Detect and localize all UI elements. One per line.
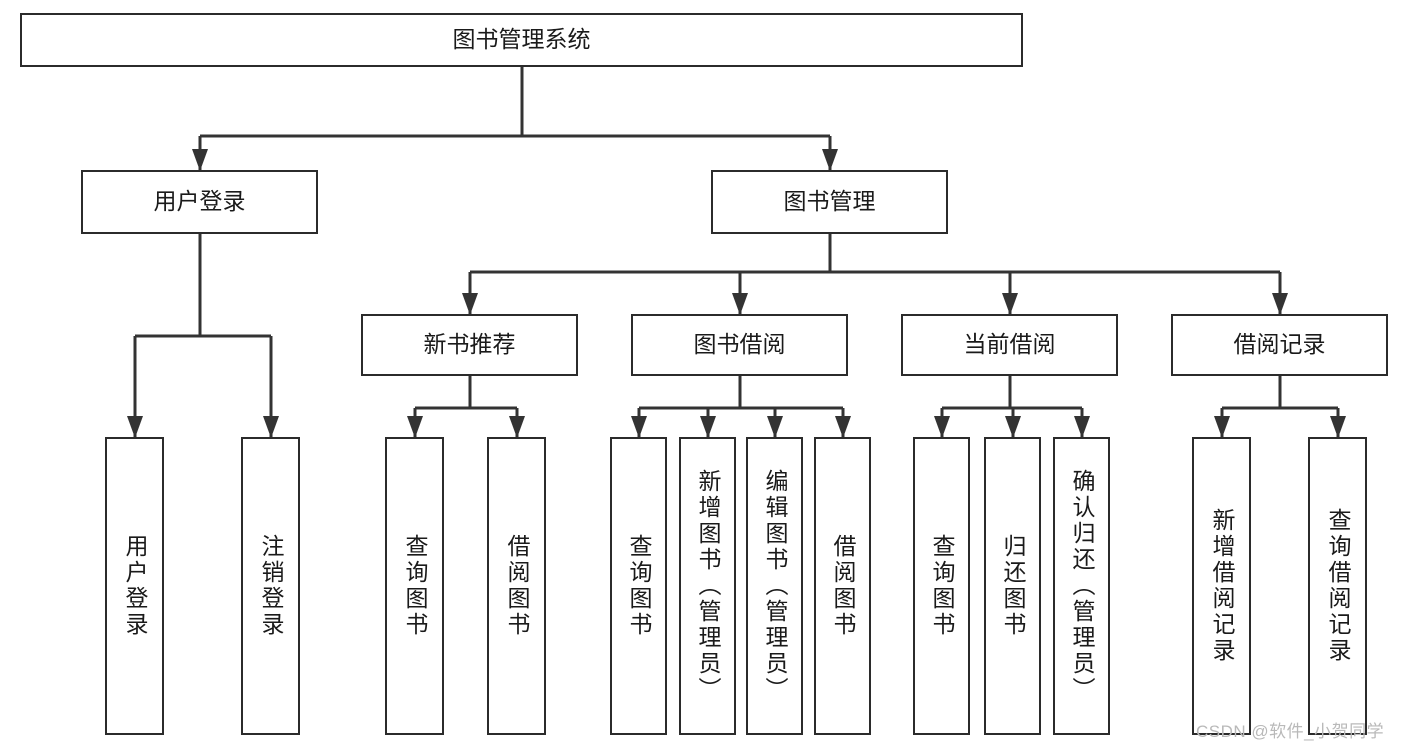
node-leaf-logout[interactable]: 注销登录 [241,437,300,735]
connector-arrowhead [934,416,950,438]
node-label: 查询图书 [626,534,652,638]
node-leaf-edit-book[interactable]: 编辑图书（管理员） [746,437,803,735]
node-label: 查询图书 [929,534,955,638]
connector-arrowhead [700,416,716,438]
node-label: 查询借阅记录 [1325,508,1351,664]
node-label: 新增借阅记录 [1209,508,1235,664]
node-leaf-confirm-return[interactable]: 确认归还（管理员） [1053,437,1110,735]
node-label: 借阅图书 [830,534,856,638]
connector-arrowhead [835,416,851,438]
node-borrow-record[interactable]: 借阅记录 [1171,314,1388,376]
node-label: 当前借阅 [963,331,1056,358]
node-leaf-borrow-book-2[interactable]: 借阅图书 [814,437,871,735]
node-label: 借阅记录 [1233,331,1326,358]
connector-arrowhead [509,416,525,438]
node-leaf-query-book-3[interactable]: 查询图书 [913,437,970,735]
connector-arrowhead [1214,416,1230,438]
node-book-manage[interactable]: 图书管理 [711,170,948,234]
node-label: 确认归还（管理员） [1069,469,1095,703]
node-new-book-rec[interactable]: 新书推荐 [361,314,578,376]
node-label: 归还图书 [1000,534,1026,638]
connector-arrowhead [263,416,279,438]
connector-arrowhead [1002,293,1018,315]
connector-arrowhead [462,293,478,315]
node-label: 新书推荐 [423,331,516,358]
node-label: 图书管理 [783,188,876,215]
connector-arrowhead [1005,416,1021,438]
node-leaf-query-book-2[interactable]: 查询图书 [610,437,667,735]
node-root[interactable]: 图书管理系统 [20,13,1023,67]
node-label: 新增图书（管理员） [695,469,721,703]
connector-arrowhead [1330,416,1346,438]
connector-arrowhead [732,293,748,315]
node-label: 图书借阅 [693,331,786,358]
node-leaf-query-book-1[interactable]: 查询图书 [385,437,444,735]
connector-arrowhead [1074,416,1090,438]
node-label: 图书管理系统 [452,26,591,53]
node-label: 查询图书 [402,534,428,638]
node-label: 用户登录 [153,188,246,215]
node-leaf-user-login[interactable]: 用户登录 [105,437,164,735]
node-current-borrow[interactable]: 当前借阅 [901,314,1118,376]
node-leaf-add-book[interactable]: 新增图书（管理员） [679,437,736,735]
node-user-login[interactable]: 用户登录 [81,170,318,234]
node-label: 借阅图书 [504,534,530,638]
node-label: 用户登录 [122,534,148,638]
node-leaf-borrow-book-1[interactable]: 借阅图书 [487,437,546,735]
connector-arrowhead [1272,293,1288,315]
connector-arrowhead [822,149,838,171]
node-leaf-query-record[interactable]: 查询借阅记录 [1308,437,1367,735]
node-label: 编辑图书（管理员） [762,469,788,703]
connector-arrowhead [127,416,143,438]
node-label: 注销登录 [258,534,284,638]
connector-arrowhead [192,149,208,171]
node-book-borrow[interactable]: 图书借阅 [631,314,848,376]
connector-arrowhead [631,416,647,438]
node-leaf-return-book[interactable]: 归还图书 [984,437,1041,735]
connector-arrowhead [407,416,423,438]
connector-arrowhead [767,416,783,438]
node-leaf-add-record[interactable]: 新增借阅记录 [1192,437,1251,735]
